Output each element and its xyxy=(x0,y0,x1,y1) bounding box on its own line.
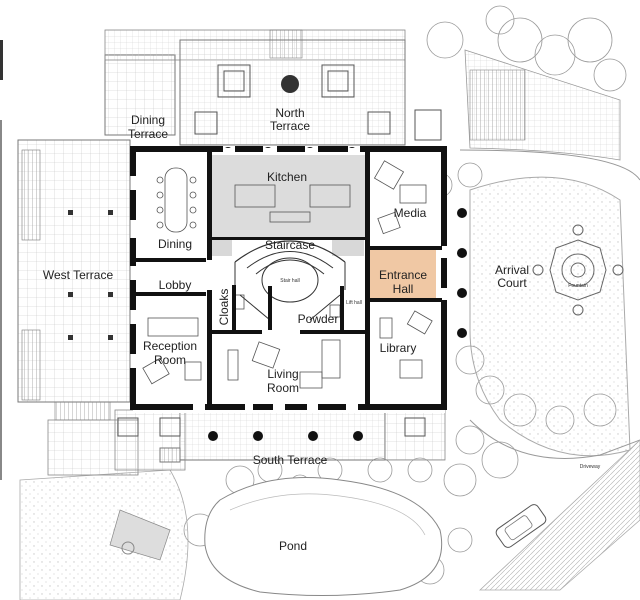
car-icon xyxy=(495,504,547,548)
living-room-label-1: Living xyxy=(267,367,298,381)
media-label: Media xyxy=(394,206,427,220)
pantry-floor xyxy=(210,238,232,256)
walls xyxy=(130,146,447,410)
lobby-label: Lobby xyxy=(159,278,192,292)
south-steps-left xyxy=(159,447,181,463)
living-room-label-2: Room xyxy=(267,381,299,395)
striped-bed xyxy=(469,69,526,141)
pond-outline xyxy=(204,477,443,597)
north-fountain-icon xyxy=(281,75,299,93)
reception-room-label-1: Reception xyxy=(143,339,197,353)
entrance-hall-label-2: Hall xyxy=(393,282,414,296)
west-steps-bottom xyxy=(21,329,41,401)
kitchen-label: Kitchen xyxy=(267,170,307,184)
south-terrace-label: South Terrace xyxy=(253,453,328,467)
cloaks-label: Cloaks xyxy=(217,289,231,326)
library-label: Library xyxy=(380,341,417,355)
south-planter-right xyxy=(404,417,426,437)
west-terrace-label: West Terrace xyxy=(43,268,114,282)
entrance-hall-label-1: Entrance xyxy=(379,268,427,282)
south-planter-left xyxy=(117,417,139,437)
south-west-steps xyxy=(54,401,111,421)
driveway-curve xyxy=(459,149,640,181)
driveway-lane xyxy=(478,439,640,591)
furniture xyxy=(142,160,433,389)
dining-terrace-label-1: Dining xyxy=(131,113,165,127)
small-labels: Stair hall Lift hall Fountain Driveway xyxy=(280,278,601,470)
stair-hall-label: Stair hall xyxy=(280,278,299,284)
north-terrace-label-1: North xyxy=(275,106,304,120)
kitchen-floor xyxy=(210,155,365,237)
arrival-court-ground xyxy=(469,176,631,457)
west-terrace-planters xyxy=(68,210,113,340)
garden-urn-icon xyxy=(121,541,135,555)
powder-label: Powder xyxy=(298,312,339,326)
reception-room-label-2: Room xyxy=(154,353,186,367)
room-labels: Dining Terrace North Terrace Kitchen Med… xyxy=(43,106,529,553)
north-terrace-label-2: Terrace xyxy=(270,119,310,133)
pond-label: Pond xyxy=(279,539,307,553)
arrival-court-label-1: Arrival xyxy=(495,263,529,277)
driveway-curve-2 xyxy=(469,419,640,459)
left-edge-marks xyxy=(0,40,3,480)
lift-hall-label: Lift hall xyxy=(346,300,362,306)
dining-label: Dining xyxy=(158,237,192,251)
fountain-label: Fountain xyxy=(568,283,588,289)
pond-ripple xyxy=(229,493,426,536)
north-planters xyxy=(194,64,442,141)
garden-steps xyxy=(109,509,171,561)
fountain-icon xyxy=(532,224,624,316)
dining-terrace-label-2: Terrace xyxy=(128,127,168,141)
service-floor xyxy=(332,238,364,256)
dining-terrace-paving xyxy=(104,54,176,136)
west-steps-top xyxy=(21,149,41,241)
entrance-hall-highlight xyxy=(370,250,436,298)
south-planter-left-2 xyxy=(159,417,181,437)
arrival-court-label-2: Court xyxy=(497,276,527,290)
staircase-label: Staircase xyxy=(265,238,315,252)
driveway-label: Driveway xyxy=(580,464,601,470)
